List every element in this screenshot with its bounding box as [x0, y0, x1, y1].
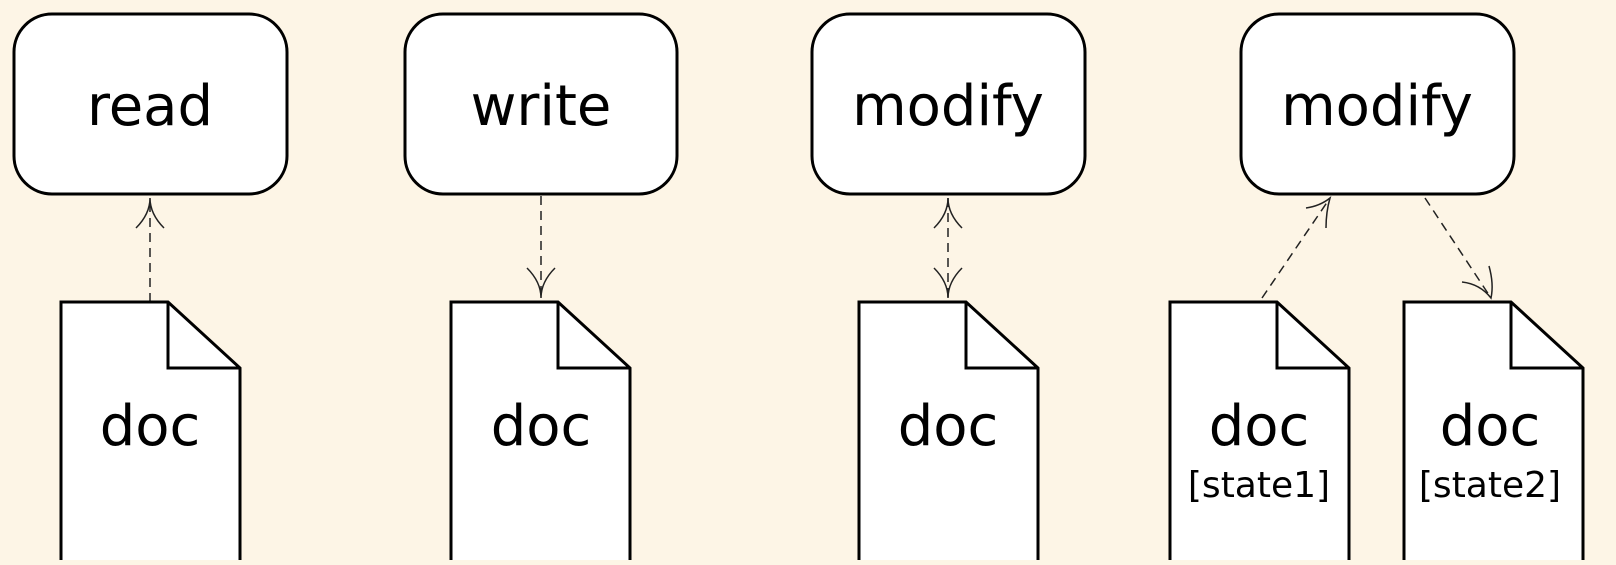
action-modify[interactable]: modify	[810, 12, 1087, 196]
flow-modify-to-state2	[1424, 197, 1493, 300]
document-state: [state1]	[1188, 465, 1330, 506]
document-label: doc	[1440, 394, 1541, 459]
document-5[interactable]: doc [state2]	[1402, 300, 1585, 565]
action-label: modify	[1281, 74, 1473, 139]
flow-write-to-doc	[526, 196, 556, 299]
document-label: doc	[1209, 394, 1310, 459]
flow-modify-bidirectional	[933, 197, 963, 299]
action-label: write	[471, 74, 612, 139]
document-1[interactable]: doc	[59, 300, 242, 565]
flow-state1-to-modify	[1261, 195, 1332, 299]
document-4[interactable]: doc [state1]	[1168, 300, 1351, 565]
action-read[interactable]: read	[12, 12, 289, 196]
action-write[interactable]: write	[403, 12, 679, 196]
document-3[interactable]: doc	[857, 300, 1040, 565]
flow-doc-to-read	[135, 197, 165, 302]
document-label: doc	[898, 394, 999, 459]
document-label: doc	[491, 394, 592, 459]
document-label: doc	[100, 394, 201, 459]
action-label: modify	[852, 74, 1044, 139]
action-modify-states[interactable]: modify	[1239, 12, 1516, 196]
action-label: read	[87, 74, 213, 139]
document-state: [state2]	[1419, 465, 1561, 506]
document-2[interactable]: doc	[449, 300, 632, 565]
